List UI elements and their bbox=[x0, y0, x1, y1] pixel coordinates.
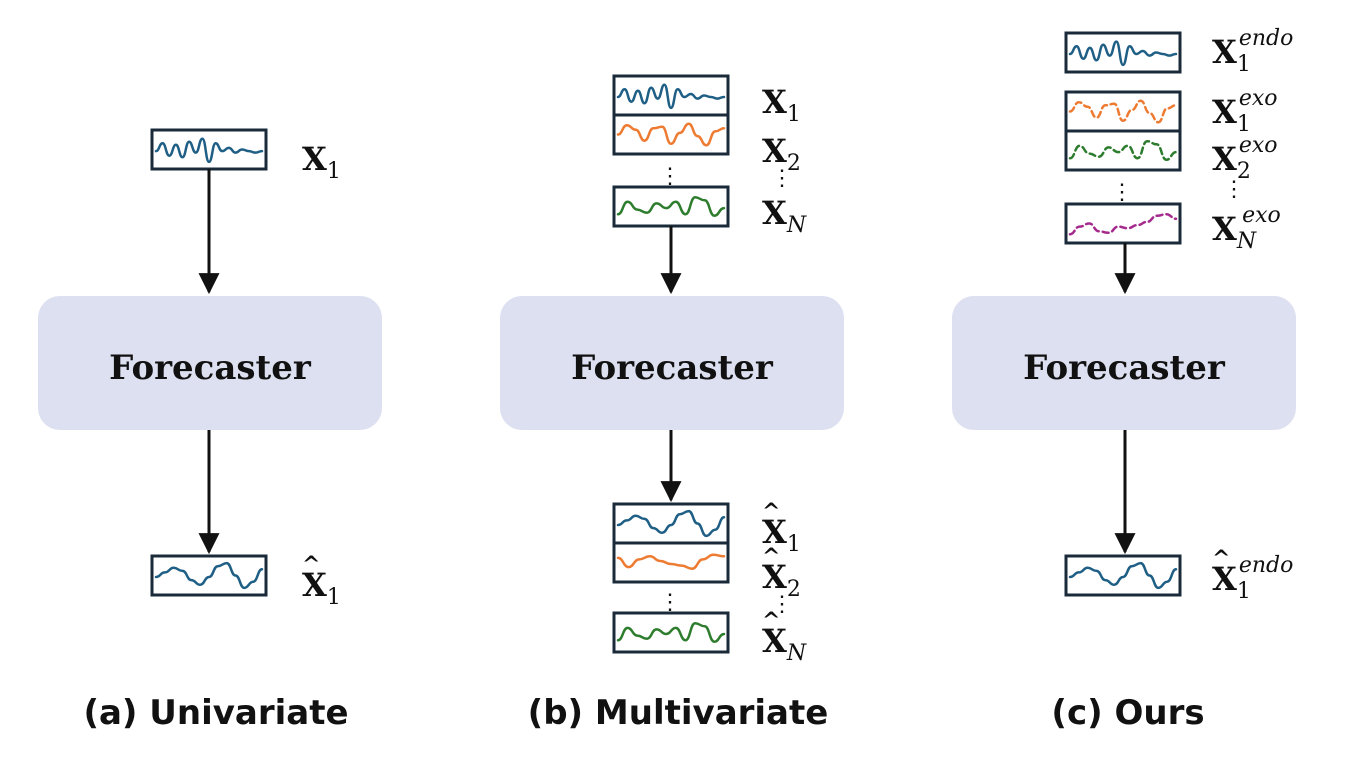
svg-text:^: ^ bbox=[762, 544, 780, 570]
vertical-ellipsis: ⋮ bbox=[659, 163, 681, 188]
svg-text:XNexo: XNexo bbox=[1212, 203, 1281, 254]
waveform bbox=[1068, 99, 1178, 124]
panel-univariate: X1 Forecaster X1 ^ (a) Univariate bbox=[38, 128, 382, 733]
svg-text:⋮: ⋮ bbox=[1223, 176, 1245, 201]
output-series-box bbox=[1064, 554, 1182, 597]
waveform bbox=[1068, 139, 1178, 162]
waveform bbox=[616, 195, 726, 218]
input-series-stack: ⋮ bbox=[612, 74, 730, 228]
waveform bbox=[616, 83, 726, 110]
svg-text:X1: X1 bbox=[302, 140, 341, 184]
waveform bbox=[616, 122, 726, 147]
forecaster-box: Forecaster bbox=[38, 296, 382, 430]
svg-text:XN: XN bbox=[762, 194, 807, 238]
svg-text:^: ^ bbox=[762, 608, 780, 634]
svg-text:⋮: ⋮ bbox=[771, 165, 793, 190]
svg-text:⋮: ⋮ bbox=[659, 589, 681, 614]
waveform bbox=[616, 621, 726, 644]
svg-text:⋮: ⋮ bbox=[771, 591, 793, 616]
svg-text:X2: X2 bbox=[762, 558, 801, 602]
svg-text:X1endo: X1endo bbox=[1212, 26, 1293, 77]
svg-text:⋮: ⋮ bbox=[1111, 179, 1133, 204]
input-labels: X1 X2 ⋮ XN bbox=[762, 83, 807, 238]
svg-text:^: ^ bbox=[302, 552, 320, 578]
waveform bbox=[616, 553, 726, 570]
svg-text:X2exo: X2exo bbox=[1212, 133, 1278, 184]
waveform bbox=[154, 561, 264, 590]
svg-text:Forecaster: Forecaster bbox=[109, 348, 312, 388]
svg-text:X1: X1 bbox=[762, 513, 801, 557]
panel-caption: (b) Multivariate bbox=[528, 693, 829, 733]
output-labels: X1 ^ X2 ^ ⋮ XN ^ bbox=[762, 499, 807, 666]
svg-text:X1endo: X1endo bbox=[1212, 553, 1293, 604]
endo-input-box bbox=[1064, 31, 1182, 74]
svg-text:^: ^ bbox=[1212, 546, 1230, 572]
input-label: X1 bbox=[302, 140, 341, 184]
waveform bbox=[1068, 561, 1178, 590]
waveform bbox=[616, 509, 726, 538]
svg-text:Forecaster: Forecaster bbox=[571, 348, 774, 388]
waveform bbox=[1068, 212, 1178, 236]
svg-text:^: ^ bbox=[762, 499, 780, 525]
svg-text:X2: X2 bbox=[762, 132, 801, 176]
input-labels: X1endo X1exo X2exo ⋮ XNexo bbox=[1212, 26, 1293, 254]
forecaster-box: Forecaster bbox=[500, 296, 844, 430]
panel-caption: (c) Ours bbox=[1051, 693, 1204, 733]
output-label: X1endo ^ bbox=[1212, 546, 1293, 604]
svg-text:Forecaster: Forecaster bbox=[1023, 348, 1226, 388]
waveform bbox=[1068, 40, 1178, 67]
svg-text:X1exo: X1exo bbox=[1212, 86, 1278, 137]
input-series-box bbox=[150, 128, 268, 171]
output-series-stack: ⋮ bbox=[612, 502, 730, 654]
output-label: X1 ^ bbox=[302, 552, 341, 610]
waveform bbox=[154, 137, 264, 164]
svg-text:X1: X1 bbox=[762, 83, 801, 127]
output-series-box bbox=[150, 554, 268, 597]
svg-text:XN: XN bbox=[762, 622, 807, 666]
panel-ours: ⋮ X1endo X1exo X2exo ⋮ XNexo Forecaster … bbox=[952, 26, 1296, 733]
exo-input-stack: ⋮ bbox=[1064, 90, 1182, 245]
panel-caption: (a) Univariate bbox=[83, 693, 348, 733]
panel-multivariate: ⋮ X1 X2 ⋮ XN Forecaster ⋮ X1 ^ X2 bbox=[500, 74, 844, 733]
forecaster-box: Forecaster bbox=[952, 296, 1296, 430]
svg-text:X1: X1 bbox=[302, 566, 341, 610]
